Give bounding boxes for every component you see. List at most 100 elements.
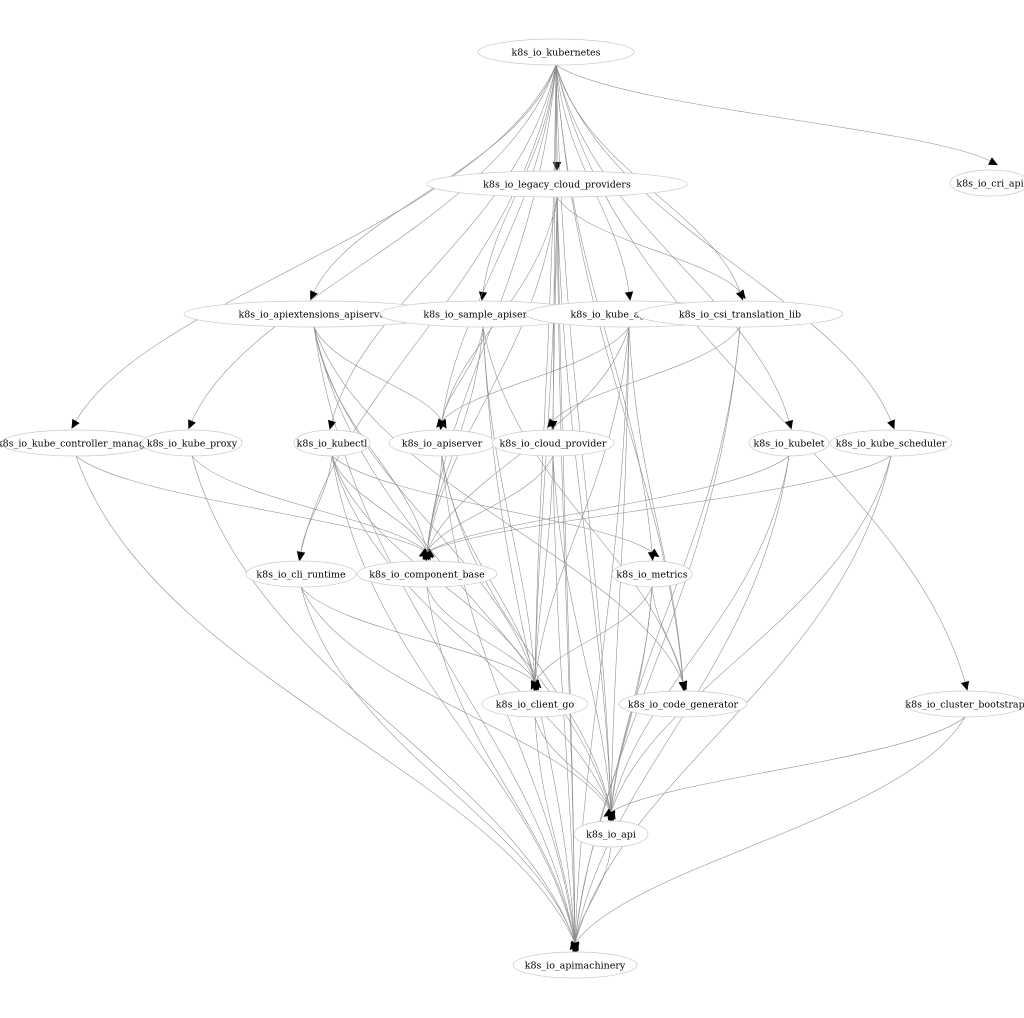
edge-kubernetes-to-bootstrap [555, 64, 966, 683]
arrowhead-kubernetes-to-kcm [71, 418, 80, 429]
node-label-apiserver: k8s_io_apiserver [402, 439, 483, 450]
node-label-criapi: k8s_io_cri_api [956, 179, 1023, 190]
edge-apiext-to-codegen [313, 326, 684, 683]
node-ellipse-scheduler [829, 429, 953, 457]
edge-kubernetes-to-scheduler [555, 64, 892, 422]
edge-bootstrap-to-apimachinery [574, 716, 966, 944]
arrowhead-aggregator-to-apiserver [436, 418, 446, 428]
arrowhead-legacy-to-csi [736, 289, 746, 299]
node-label-bootstrap: k8s_io_cluster_bootstrap [905, 700, 1024, 711]
node-cloudprov[interactable]: k8s_io_cloud_provider [491, 429, 615, 457]
edge-aggregator-to-apiserver [441, 326, 630, 422]
edge-kubectl-to-component [331, 455, 428, 553]
edge-cloudprov-to-clientgo [534, 455, 554, 683]
edge-cloudprov-to-apimachinery [552, 455, 576, 944]
edge-metrics-to-apimachinery [574, 586, 653, 944]
node-codegen[interactable]: k8s_io_code_generator [618, 690, 748, 718]
node-proxy[interactable]: k8s_io_kube_proxy [141, 429, 243, 457]
edge-apiserver-to-apimachinery [441, 455, 576, 944]
node-criapi[interactable]: k8s_io_cri_api [949, 169, 1024, 197]
edge-kubelet-to-component [426, 455, 790, 553]
node-component[interactable]: k8s_io_component_base [356, 560, 498, 588]
node-ellipse-proxy [141, 429, 243, 457]
node-ellipse-metrics [611, 560, 693, 588]
edge-cloudprov-to-component [426, 455, 554, 553]
arrowhead-kubernetes-to-apiext [310, 290, 318, 301]
node-apiserver[interactable]: k8s_io_apiserver [388, 429, 496, 457]
node-cliruntime[interactable]: k8s_io_cli_runtime [245, 560, 357, 588]
edge-kcm-to-component [75, 455, 428, 553]
node-ellipse-kubernetes [477, 38, 635, 66]
edge-apiserver-to-component [426, 455, 443, 553]
node-label-kubelet: k8s_io_kubelet [754, 439, 825, 450]
edge-kubelet-to-apimachinery [574, 455, 790, 944]
edge-csi-to-api [610, 326, 741, 813]
edge-kubectl-to-cliruntime [300, 455, 333, 553]
edge-sample-to-clientgo [482, 326, 536, 683]
edge-kubernetes-to-kubelet [555, 64, 790, 422]
edge-apiserver-to-api [441, 455, 612, 813]
node-label-csi: k8s_io_csi_translation_lib [679, 310, 801, 321]
arrowhead-kubernetes-to-aggregator [624, 291, 634, 301]
edge-clientgo-to-apimachinery [534, 716, 576, 944]
node-ellipse-component [356, 560, 498, 588]
edge-apiext-to-api [313, 326, 612, 813]
edge-proxy-to-component [191, 455, 428, 553]
node-ellipse-cliruntime [245, 560, 357, 588]
arrowhead-kubectl-to-cliruntime [296, 551, 306, 561]
edge-proxy-to-apimachinery [191, 455, 576, 944]
node-apimachinery[interactable]: k8s_io_apimachinery [512, 951, 638, 979]
edge-metrics-to-codegen [651, 586, 684, 683]
node-ellipse-legacy [426, 170, 688, 198]
edge-sample-to-apiserver [441, 326, 484, 422]
edge-cloudprov-to-api [552, 455, 612, 813]
node-ellipse-cloudprov [491, 429, 615, 457]
nodes-layer: k8s_io_kubernetes k8s_io_legacy_cloud_pro… [0, 38, 1024, 979]
node-label-aggregator: k8s_io_kube_aggregator [570, 310, 688, 321]
edge-apiext-to-clientgo [313, 326, 536, 683]
arrowhead-metrics-to-codegen [678, 681, 688, 691]
arrowhead-bootstrap-to-api [603, 808, 614, 817]
node-label-metrics: k8s_io_metrics [616, 570, 687, 581]
edge-sample-to-codegen [482, 326, 684, 683]
node-clientgo[interactable]: k8s_io_client_go [481, 690, 589, 718]
node-label-clientgo: k8s_io_client_go [496, 700, 575, 711]
node-kubelet[interactable]: k8s_io_kubelet [748, 429, 830, 457]
edge-kubernetes-to-kubectl [331, 64, 557, 422]
node-kubectl[interactable]: k8s_io_kubectl [293, 429, 371, 457]
node-ellipse-criapi [949, 169, 1024, 197]
edge-kubelet-to-api [610, 455, 790, 813]
node-metrics[interactable]: k8s_io_metrics [611, 560, 693, 588]
node-ellipse-csi [636, 300, 844, 328]
edge-bootstrap-to-api [610, 716, 966, 813]
edge-aggregator-to-api [610, 326, 630, 813]
node-ellipse-bootstrap [904, 690, 1024, 718]
node-legacy[interactable]: k8s_io_legacy_cloud_providers [426, 170, 688, 198]
node-label-codegen: k8s_io_code_generator [628, 700, 739, 711]
edge-kubectl-to-apimachinery [331, 455, 576, 944]
edge-scheduler-to-api [610, 455, 892, 813]
edge-component-to-apimachinery [426, 586, 576, 944]
arrowhead-kubernetes-to-kubectl [327, 419, 337, 430]
node-kcm[interactable]: k8s_io_kube_controller_manager [0, 429, 156, 457]
edge-kcm-to-apimachinery [75, 455, 576, 944]
edge-kubectl-to-metrics [331, 455, 653, 553]
arrowhead-api-to-apimachinery [570, 942, 580, 952]
arrowhead-kubernetes-to-sample [478, 291, 488, 301]
node-label-kubectl: k8s_io_kubectl [297, 439, 368, 450]
node-ellipse-codegen [618, 690, 748, 718]
node-api[interactable]: k8s_io_api [573, 820, 649, 848]
node-bootstrap[interactable]: k8s_io_cluster_bootstrap [904, 690, 1024, 718]
edge-cliruntime-to-clientgo [300, 586, 536, 683]
node-scheduler[interactable]: k8s_io_kube_scheduler [829, 429, 953, 457]
edge-legacy-to-csi [556, 196, 741, 293]
node-kubernetes[interactable]: k8s_io_kubernetes [477, 38, 635, 66]
edge-legacy-to-clientgo [534, 196, 558, 683]
edge-sample-to-apimachinery [482, 326, 576, 944]
node-csi[interactable]: k8s_io_csi_translation_lib [636, 300, 844, 328]
node-ellipse-apimachinery [512, 951, 638, 979]
edge-metrics-to-clientgo [534, 586, 653, 683]
arrowhead-kubernetes-to-bootstrap [960, 680, 970, 691]
edge-component-to-clientgo [426, 586, 536, 683]
edge-kubernetes-to-apiserver [441, 64, 557, 422]
